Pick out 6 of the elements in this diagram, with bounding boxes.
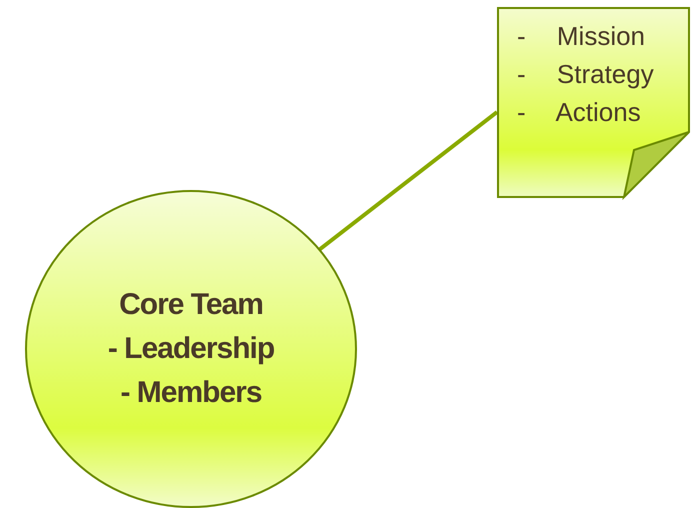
list-item: - Strategy bbox=[517, 58, 654, 91]
list-item: - Mission bbox=[517, 20, 646, 53]
node-label: Core Team bbox=[119, 287, 263, 323]
node-label: - Members bbox=[120, 375, 262, 411]
node-label: - Leadership bbox=[108, 331, 274, 367]
list-item: - Actions bbox=[517, 96, 641, 129]
